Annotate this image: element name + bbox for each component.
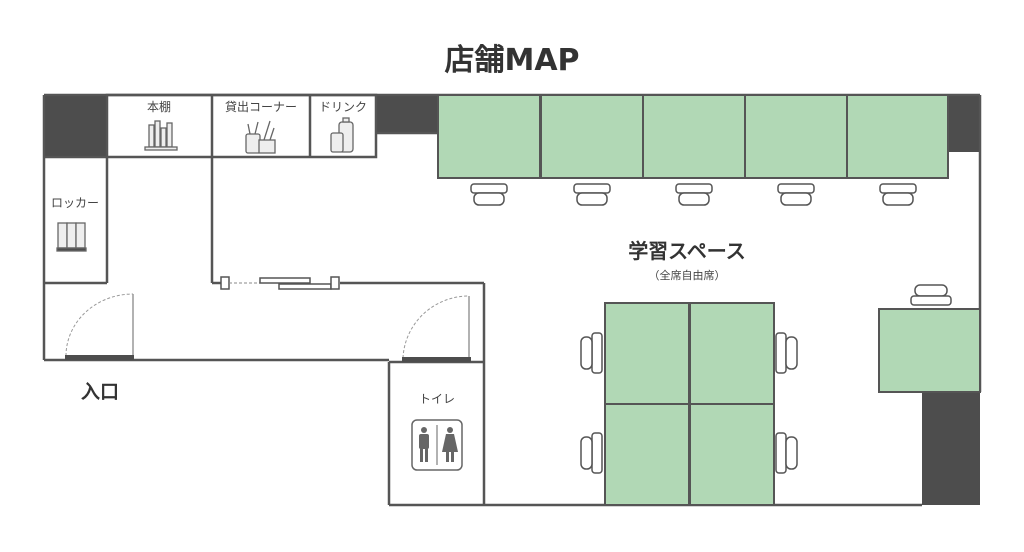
desk[interactable]	[689, 403, 775, 506]
wall-block	[376, 95, 438, 133]
chair-icon	[775, 332, 798, 374]
desk[interactable]	[437, 94, 541, 179]
center-desk-cluster	[604, 302, 775, 506]
toilet-door[interactable]	[402, 295, 471, 362]
desk[interactable]	[744, 94, 848, 179]
desk[interactable]	[604, 403, 690, 506]
chair-icon	[580, 332, 603, 374]
desk[interactable]	[878, 308, 981, 393]
stationery-icon	[245, 120, 276, 154]
desk[interactable]	[689, 302, 775, 405]
wall-block	[44, 95, 107, 157]
center-chairs	[580, 332, 798, 474]
desk[interactable]	[540, 94, 644, 179]
chair-icon	[675, 183, 713, 206]
toilet-label: トイレ	[419, 392, 455, 406]
entrance-label: 入口	[81, 381, 119, 403]
locker-label: ロッカー	[51, 196, 99, 210]
sliding-door	[220, 276, 340, 290]
chair-icon	[573, 183, 611, 206]
bookshelf-icon	[144, 120, 178, 151]
wall-block	[948, 95, 980, 152]
bookshelf-label: 本棚	[147, 99, 171, 114]
entrance-door[interactable]	[65, 293, 134, 360]
desk[interactable]	[846, 94, 949, 179]
chair-icon	[470, 183, 508, 206]
locker-icon	[56, 222, 87, 252]
top-chairs	[470, 183, 917, 206]
chair-icon	[879, 183, 917, 206]
chair-icon	[910, 284, 952, 306]
desk[interactable]	[604, 302, 690, 405]
drink-label: ドリンク	[319, 100, 367, 114]
study-space-note: （全席自由席）	[649, 268, 726, 282]
chair-icon	[775, 432, 798, 474]
top-desk-row	[437, 94, 949, 179]
desk[interactable]	[642, 94, 746, 179]
study-space-label: 学習スペース	[628, 239, 746, 263]
chair-icon	[580, 432, 603, 474]
map-title: 店舗MAP	[444, 43, 579, 78]
restroom-icon	[411, 419, 463, 471]
drink-icon	[330, 117, 354, 153]
lending-corner-label: 貸出コーナー	[225, 99, 297, 114]
chair-icon	[777, 183, 815, 206]
wall-block	[922, 392, 980, 505]
